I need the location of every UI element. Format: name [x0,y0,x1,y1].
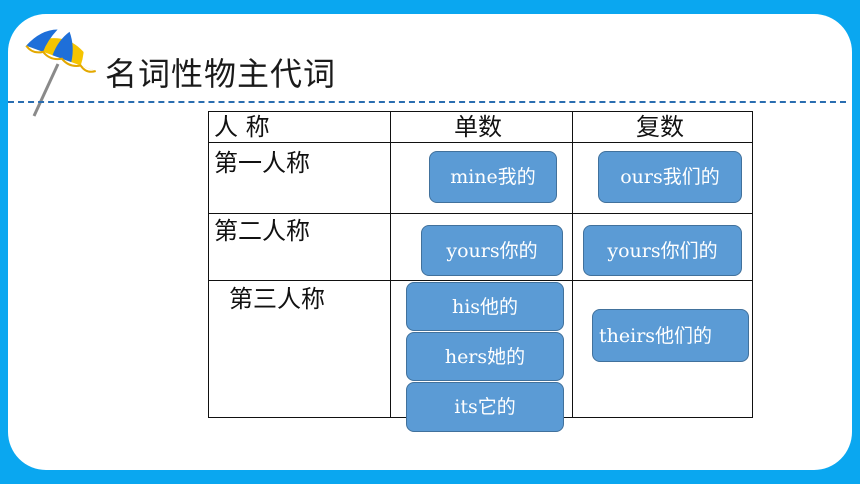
page-title: 名词性物主代词 [105,55,337,93]
table-column-divider [572,112,573,417]
pronoun-mine: mine我的 [429,151,557,203]
pronoun-theirs: theirs他们的 [592,309,749,362]
pronoun-yours-plural: yours你们的 [583,225,742,276]
header-plural: 复数 [636,113,684,141]
pronoun-yours-singular: yours你的 [421,225,563,276]
pronoun-ours: ours我们的 [598,151,742,203]
header-singular: 单数 [454,113,502,141]
beach-umbrella-icon [25,29,96,117]
table-column-divider [390,112,391,417]
row-third-person-label: 第三人称 [229,285,325,313]
row-first-person-label: 第一人称 [214,149,310,177]
pronoun-its: its它的 [406,382,564,432]
pronoun-his: his他的 [406,282,564,331]
table-row-divider [209,280,752,281]
header-person: 人 称 [214,113,270,141]
table-row-divider [209,213,752,214]
table-row-divider [209,142,752,143]
row-second-person-label: 第二人称 [214,217,310,245]
pronoun-hers: hers她的 [406,332,564,381]
title-divider [8,101,846,103]
